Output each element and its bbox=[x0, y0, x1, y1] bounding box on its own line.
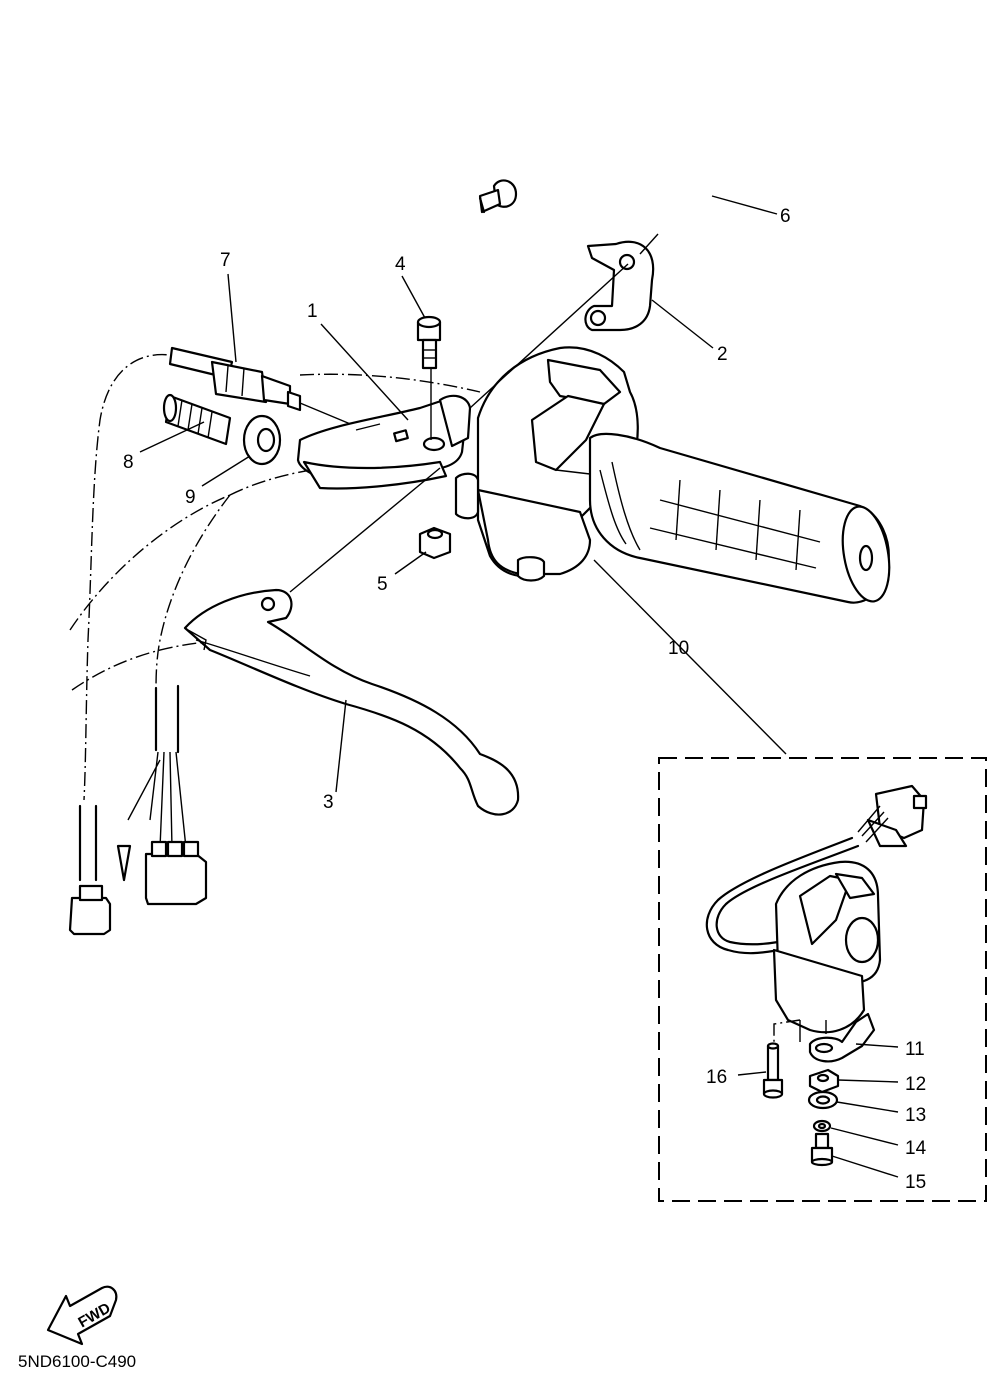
clutch-cable bbox=[83, 346, 361, 801]
callout-9: 9 bbox=[185, 487, 196, 508]
locknut bbox=[242, 414, 282, 466]
callout-6: 6 bbox=[780, 206, 791, 227]
callout-7: 7 bbox=[220, 250, 231, 271]
wire-harness bbox=[68, 684, 208, 936]
callout-13: 13 bbox=[905, 1105, 926, 1126]
callout-5: 5 bbox=[377, 574, 388, 595]
clamp bbox=[584, 240, 655, 332]
callout-14: 14 bbox=[905, 1138, 927, 1159]
callout-11: 11 bbox=[905, 1039, 925, 1060]
callout-10: 10 bbox=[668, 638, 689, 659]
detail-box bbox=[658, 757, 987, 1202]
lever-holder bbox=[296, 394, 472, 490]
callout-3: 3 bbox=[323, 792, 334, 813]
callout-16: 16 bbox=[706, 1067, 727, 1088]
clamp-screw bbox=[478, 179, 518, 214]
callout-labels: 1 2 3 4 5 6 7 8 9 10 11 12 13 14 15 16 bbox=[123, 206, 927, 1193]
leader-lines bbox=[139, 195, 899, 1178]
adjuster-bolt bbox=[162, 393, 232, 446]
callout-8: 8 bbox=[123, 452, 134, 473]
clutch-lever bbox=[183, 588, 520, 816]
callout-4: 4 bbox=[395, 254, 406, 275]
callout-1: 1 bbox=[307, 301, 318, 322]
handlebar-switch bbox=[454, 346, 891, 604]
callout-2: 2 bbox=[717, 344, 728, 365]
handlebar-outline bbox=[69, 373, 481, 691]
fwd-arrow-icon: FWD bbox=[46, 1285, 118, 1346]
pivot-nut bbox=[418, 526, 452, 560]
pivot-bolt bbox=[416, 315, 446, 452]
callout-15: 15 bbox=[905, 1172, 926, 1193]
drawing-code: 5ND6100-C490 bbox=[18, 1352, 136, 1371]
callout-12: 12 bbox=[905, 1074, 926, 1095]
